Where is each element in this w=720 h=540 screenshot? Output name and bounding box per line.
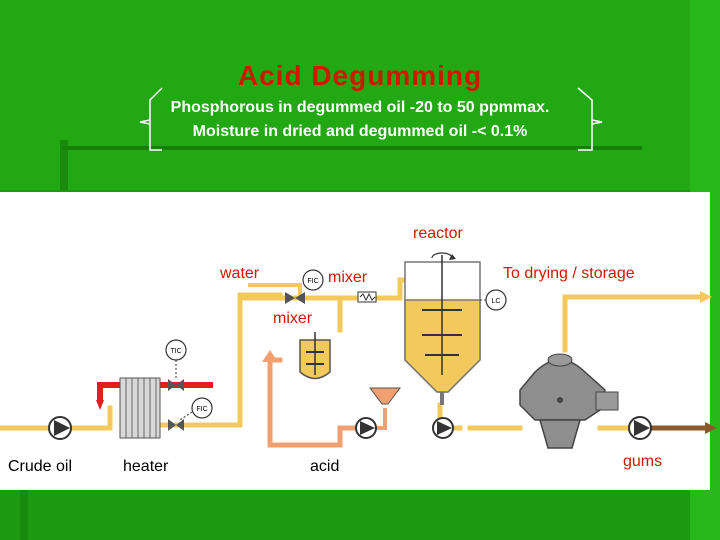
- water-label: water: [220, 265, 260, 282]
- lc-tag: LC: [492, 298, 501, 305]
- static-mixer-zigzag: [359, 292, 376, 302]
- tic-instrument: [165, 339, 187, 379]
- fic-tag-lower: FIC: [196, 406, 207, 413]
- control-valve-upper: [168, 379, 184, 391]
- crude-oil-pump: [48, 416, 72, 440]
- reactor-label: reactor: [413, 225, 463, 242]
- fic-instrument-upper: [302, 269, 324, 291]
- lc-instrument: [480, 289, 507, 311]
- spec-brackets: [139, 87, 603, 151]
- acid-hopper: [369, 387, 401, 405]
- spec-line-moisture: Moisture in dried and degummed oil -< 0.…: [192, 123, 528, 140]
- heater-exchanger: [119, 377, 161, 439]
- acid-pump: [355, 417, 377, 439]
- slide-title: Acid Degumming: [237, 60, 483, 91]
- process-diagram-panel: [0, 192, 710, 490]
- mixer-label-middle: mixer: [273, 310, 313, 327]
- control-valve-lower: [168, 419, 184, 431]
- to-drying-label: To drying / storage: [503, 265, 635, 282]
- fic-instrument-lower: [179, 397, 213, 421]
- gums-label: gums: [623, 453, 663, 470]
- gums-pump: [628, 416, 652, 440]
- tic-tag: TIC: [170, 348, 181, 355]
- crude-oil-label: Crude oil: [8, 458, 73, 475]
- reactor-tank: [404, 252, 481, 405]
- heater-label: heater: [123, 458, 169, 475]
- spec-line-phosphorous: Phosphorous in degummed oil -20 to 50 pp…: [170, 99, 550, 116]
- acid-label: acid: [310, 458, 340, 475]
- fic-tag-upper: FIC: [307, 278, 318, 285]
- mixer-label-top: mixer: [328, 269, 368, 286]
- water-valve: [285, 292, 305, 304]
- reactor-outlet-pump: [432, 417, 454, 439]
- centrifugal-separator: [519, 353, 619, 449]
- mixer-vessel: [299, 332, 331, 380]
